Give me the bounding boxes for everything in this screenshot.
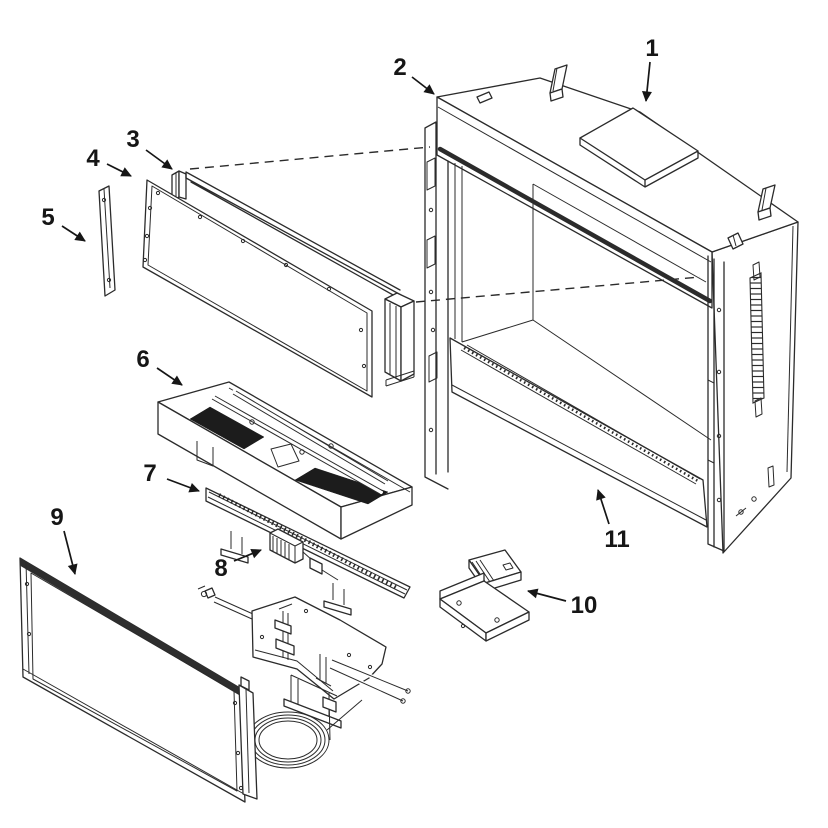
- glass-frame-clip: [171, 170, 187, 202]
- firebox-interior: [454, 163, 712, 441]
- left-mounting-flange: [424, 121, 449, 490]
- callout-arrow-3: [145, 149, 173, 170]
- side-slot: [767, 465, 775, 488]
- module-mounting-bracket: [439, 572, 530, 642]
- top-access-plate: [579, 107, 699, 188]
- callout-2: 2: [393, 54, 435, 95]
- front-corner-clip: [727, 232, 744, 250]
- callout-4: 4: [86, 145, 132, 177]
- side-vent-grille: [749, 272, 765, 404]
- top-front-rail: [436, 96, 713, 309]
- callout-number-3: 3: [126, 126, 139, 153]
- callout-arrow-2: [411, 76, 435, 95]
- side-trim-strip: [98, 185, 116, 297]
- side-detail-line: [735, 507, 747, 517]
- side-screw-hole: [751, 496, 757, 502]
- callout-number-2: 2: [393, 54, 406, 81]
- igniter-wire: [322, 694, 337, 741]
- callout-arrow-9: [63, 530, 78, 575]
- callout-number-1: 1: [645, 35, 658, 62]
- right-mounting-flange: [707, 255, 725, 552]
- callout-number-9: 9: [50, 504, 63, 531]
- lower-glass-panel: [19, 557, 258, 803]
- callout-11: 11: [596, 489, 630, 553]
- igniter-module: [269, 528, 339, 581]
- upper-glass-panel: [142, 179, 373, 398]
- callout-layer: 1 2 34 5 6 7 8 9 10 11: [41, 35, 658, 619]
- top-clip-right: [757, 184, 776, 221]
- inlet-tube: [197, 585, 254, 620]
- panel-right-cap: [238, 676, 258, 800]
- callout-arrow-1: [641, 61, 652, 102]
- valve-bracket: [283, 674, 342, 729]
- pilot-rods: [329, 659, 411, 704]
- callout-arrow-4: [106, 163, 132, 177]
- callout-number-10: 10: [571, 592, 598, 619]
- valve-body: [274, 603, 332, 687]
- top-bracket-small: [476, 91, 493, 104]
- side-screw-hole: [738, 509, 744, 515]
- callout-number-8: 8: [214, 555, 227, 582]
- callout-1: 1: [641, 35, 659, 102]
- callout-arrow-11: [596, 489, 610, 525]
- grille-slot-right: [294, 467, 389, 505]
- callout-6: 6: [136, 346, 183, 386]
- callout-number-5: 5: [41, 204, 54, 231]
- callout-arrow-8: [233, 548, 262, 562]
- valve-mounting-plate: [251, 596, 387, 700]
- callout-arrow-7: [166, 478, 200, 493]
- callout-number-6: 6: [136, 346, 149, 373]
- callout-arrow-6: [156, 367, 183, 386]
- louver-grille-tray: [157, 381, 413, 540]
- tray-cutout: [270, 443, 300, 468]
- upper-glass-frame: [185, 171, 415, 387]
- callout-7: 7: [143, 460, 200, 493]
- callout-number-7: 7: [143, 460, 156, 487]
- top-clip-left: [549, 64, 568, 102]
- firebox-cabinet: [424, 64, 799, 554]
- lower-front-panel: [449, 337, 708, 528]
- grille-slot-left: [189, 406, 265, 450]
- callout-10: 10: [527, 588, 598, 619]
- callout-number-11: 11: [604, 526, 629, 553]
- control-module-assembly: [439, 549, 530, 642]
- callout-3: 3: [126, 126, 173, 170]
- gas-valve-assembly: [197, 585, 411, 769]
- rail-foot-right: [323, 583, 352, 616]
- callout-number-4: 4: [86, 145, 100, 172]
- callout-9: 9: [50, 504, 78, 575]
- side-vent-tabs: [752, 261, 763, 418]
- burner-rail: [205, 487, 411, 616]
- callout-5: 5: [41, 204, 86, 242]
- alignment-dashed-lines: [189, 146, 701, 303]
- rail-foot-left: [220, 531, 249, 564]
- tray-rods: [211, 390, 389, 495]
- callout-arrow-10: [527, 588, 567, 602]
- callout-8: 8: [214, 548, 262, 582]
- callout-arrow-5: [61, 225, 86, 242]
- side-panel-back-edge: [786, 225, 794, 473]
